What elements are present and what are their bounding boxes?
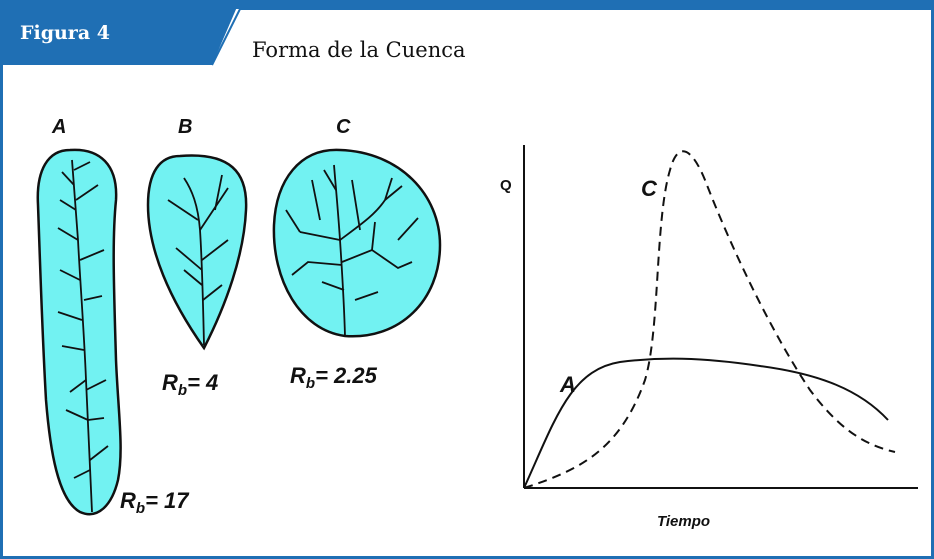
basin-c-letter: C [336, 116, 351, 138]
basin-a: A Rb= 17 [36, 116, 190, 517]
basin-a-ratio: Rb= 17 [120, 488, 190, 517]
curve-a [523, 357, 889, 489]
curve-c [523, 150, 896, 489]
basin-a-streams [57, 159, 109, 513]
figure-title: Forma de la Cuenca [252, 38, 466, 62]
figure-tab [0, 0, 240, 65]
y-axis-label: Q [500, 177, 512, 194]
basin-a-letter: A [51, 116, 66, 138]
basin-b: B Rb= 4 [146, 116, 248, 399]
basin-b-letter: B [178, 116, 192, 138]
basin-c-ratio: Rb= 2.25 [290, 363, 378, 392]
basin-a-shape [36, 148, 122, 516]
x-axis-label: Tiempo [657, 513, 710, 530]
basin-c-streams [285, 164, 419, 337]
curve-c-label: C [641, 176, 658, 201]
basin-b-ratio: Rb= 4 [162, 370, 218, 399]
basin-c: C Rb= 2.25 [272, 116, 442, 392]
tab-edge-line [211, 8, 934, 66]
figure-label: Figura 4 [20, 22, 110, 44]
curve-a-label: A [559, 372, 576, 397]
top-bar [0, 0, 934, 9]
basin-b-streams [167, 174, 229, 346]
